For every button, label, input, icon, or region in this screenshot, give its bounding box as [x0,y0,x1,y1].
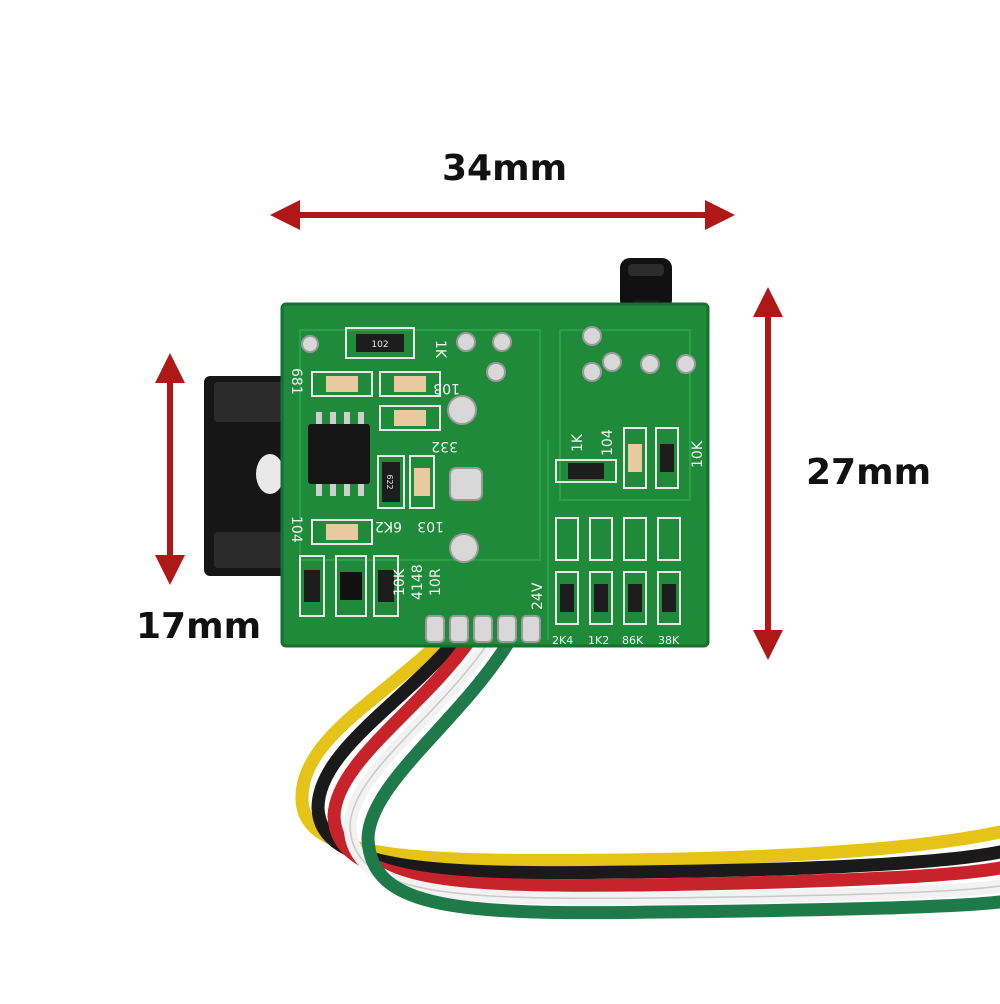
label-6k2: 6K2 [375,518,402,534]
chip-marking-102: 102 [371,340,388,350]
label-103-b: 103 [417,518,444,534]
label-10r: 10R [428,568,444,596]
label-10k-right: 10K [690,440,706,468]
width-dimension-label: 34mm [442,148,568,189]
chip-marking-622: 622 [385,474,394,489]
label-104-right: 104 [600,429,616,456]
label-38k: 38K [658,634,680,647]
pcb-board: 102 622 [280,302,710,648]
label-104-left: 104 [288,516,304,543]
smd-components: 102 622 [299,327,681,625]
label-332: 332 [431,438,458,454]
label-681: 681 [288,368,304,395]
label-4148: 4148 [410,564,426,600]
label-1k-right: 1K [570,433,586,452]
label-86k: 86K [622,634,644,647]
height-dimension-label: 27mm [806,452,932,493]
wire-bundle [295,633,1000,920]
label-1k2: 1K2 [588,634,609,647]
ic-chip [308,412,370,496]
label-1k-top: 1K [432,340,448,359]
label-10k-left: 10K [392,568,408,596]
silkscreen: 1K 681 103 332 103 6K2 104 10K 4148 10R … [288,340,706,647]
wire-pads [425,615,541,643]
heatsink [204,376,294,576]
depth-dimension-label: 17mm [136,606,262,647]
label-103-a: 103 [433,380,460,396]
solder-pads [301,326,696,563]
label-2k4: 2K4 [552,634,573,647]
label-24v: 24V [530,582,546,610]
